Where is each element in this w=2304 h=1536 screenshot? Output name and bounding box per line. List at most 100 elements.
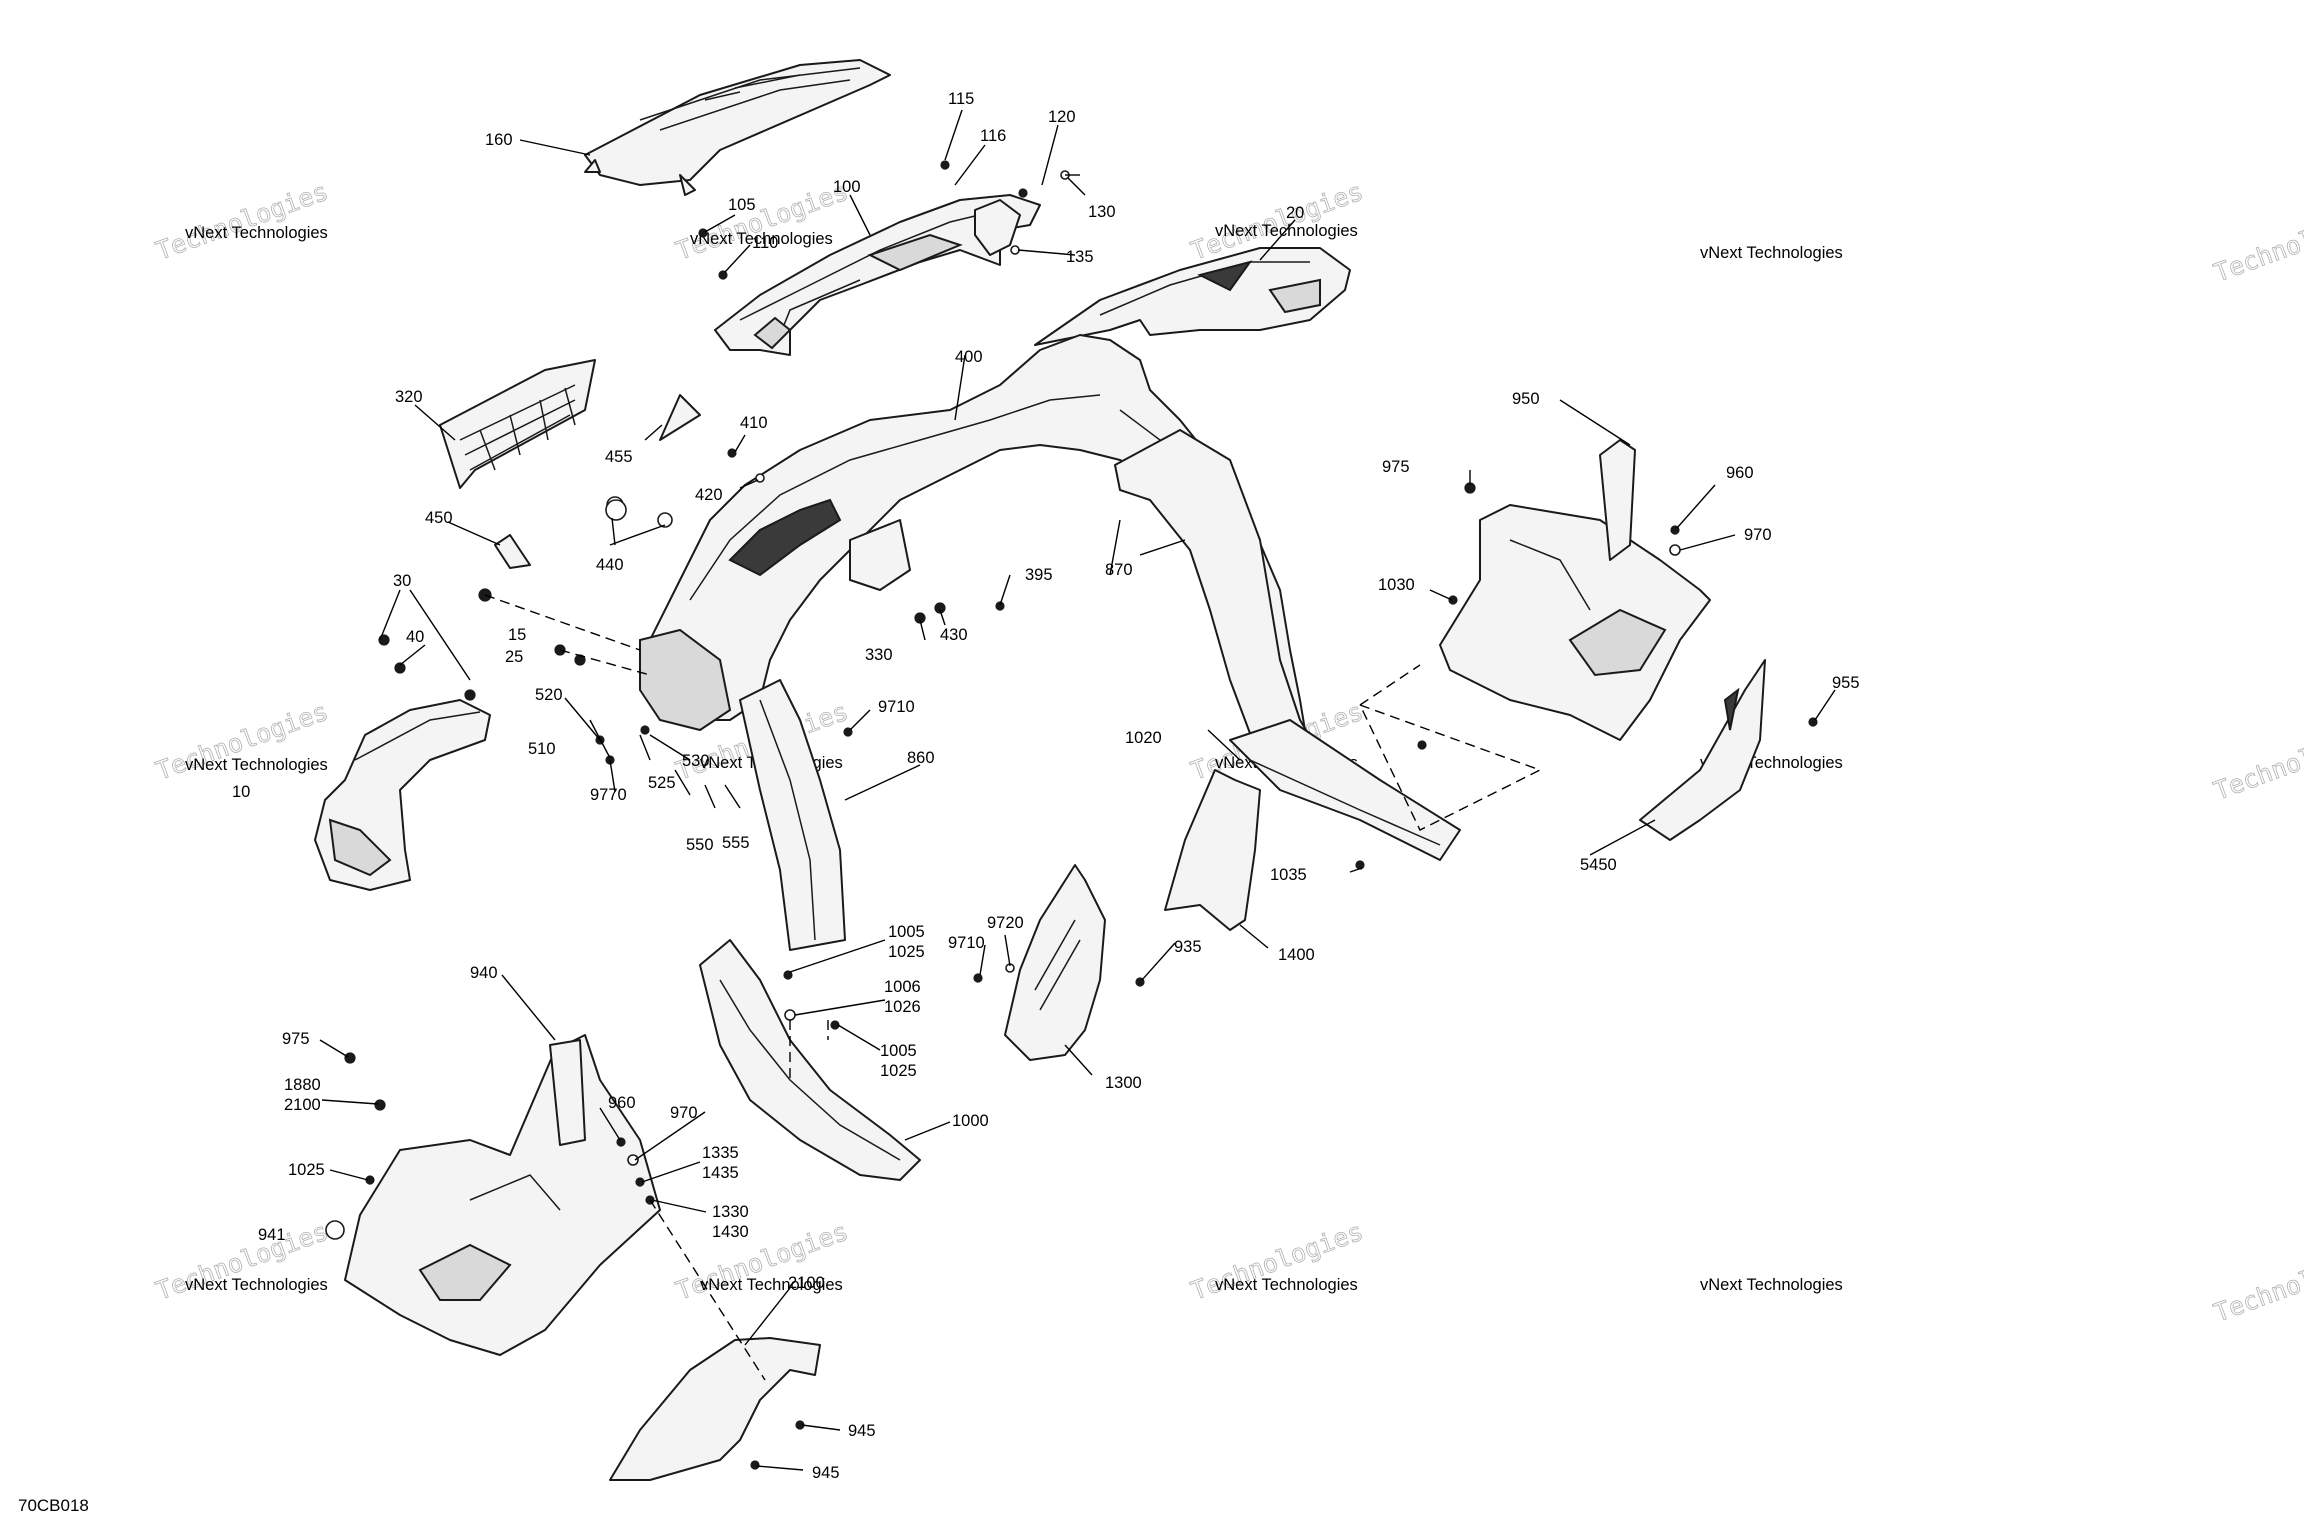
callout-label: 1026 (884, 998, 921, 1016)
callout-label: 945 (848, 1422, 876, 1440)
callout-label: 1035 (1270, 866, 1307, 884)
assembly-lines (484, 594, 1542, 1381)
callout-label: 1300 (1105, 1074, 1142, 1092)
callout-label: 530 (682, 752, 710, 770)
callout-label: 330 (865, 646, 893, 664)
screw-icon (995, 601, 1005, 611)
callout-label: 960 (1726, 464, 1754, 482)
callout-label: 870 (1105, 561, 1133, 579)
callout-label: 450 (425, 509, 453, 527)
callout-label: 25 (505, 648, 523, 666)
callout-label: 935 (1174, 938, 1202, 956)
watermark-text: vNext Technologies (185, 756, 328, 774)
callout-label: 160 (485, 131, 513, 149)
callout-label: 1435 (702, 1164, 739, 1182)
part-860-pillar (739, 679, 846, 951)
part-400-cab-frame (639, 334, 1311, 771)
callout-label: 1030 (1378, 576, 1415, 594)
callout-label: 975 (282, 1030, 310, 1048)
part-1400-b-pillar-right (1164, 769, 1261, 931)
callout-label: 20 (1286, 204, 1304, 222)
callout-label: 5450 (1580, 856, 1617, 874)
screw-icon (1018, 188, 1028, 198)
drawing-code: 70CB018 (18, 1496, 89, 1515)
callout-label: 2100 (788, 1274, 825, 1292)
callout-label: 1400 (1278, 946, 1315, 964)
washer-icon (627, 1154, 639, 1166)
screw-icon (698, 228, 708, 238)
watermark-text: vNext Technologies (700, 1276, 843, 1294)
callout-label: 135 (1066, 248, 1094, 266)
watermark-text: vNext Technologies (1700, 1276, 1843, 1294)
callout-label: 1005 (888, 923, 925, 941)
watermark-text: vNext Technologies (1215, 1276, 1358, 1294)
callout-label: 555 (722, 834, 750, 852)
grommet-icon (657, 512, 673, 528)
callout-label: 1000 (952, 1112, 989, 1130)
screw-icon (973, 973, 983, 983)
callout-label: 1005 (880, 1042, 917, 1060)
callout-label: 10 (232, 783, 250, 801)
watermark-text: vNext Technologies (1700, 244, 1843, 262)
callout-label: 110 (752, 234, 778, 252)
nut-icon (914, 612, 926, 624)
screw-icon (464, 689, 476, 701)
watermark-text: vNext Technologies (690, 230, 833, 248)
callout-label: 941 (258, 1226, 286, 1244)
callout-label: 395 (1025, 566, 1053, 584)
watermark-text: Technologies (2210, 717, 2304, 806)
callout-label: 1880 (284, 1076, 321, 1094)
callout-label: 9710 (948, 934, 985, 952)
callout-label: 510 (528, 740, 556, 758)
screw-icon (750, 1460, 760, 1470)
callout-label: 960 (608, 1094, 636, 1112)
callout-label: 520 (535, 686, 563, 704)
part-450-triangle-cap (494, 534, 531, 569)
part-1000-left-sill (699, 939, 921, 1181)
screw-icon (640, 725, 650, 735)
callout-labels: 160 115 116 120 130 135 100 105 110 20 4… (232, 90, 1860, 1482)
part-10-fender (314, 699, 491, 891)
screw-icon (616, 1137, 626, 1147)
callout-label: 945 (812, 1464, 840, 1482)
screw-icon (394, 662, 406, 674)
washer-icon (1669, 544, 1681, 556)
callout-label: 440 (596, 556, 624, 574)
callout-label: 1020 (1125, 729, 1162, 747)
part-20-front-fascia (1034, 247, 1351, 346)
callout-label: 940 (470, 964, 498, 982)
screw-icon (1355, 860, 1365, 870)
part-100-dashboard-upper (714, 194, 1041, 356)
screw-icon (1417, 740, 1427, 750)
screw-icon (940, 160, 950, 170)
part-455-triangle-cap (659, 394, 701, 441)
callout-label: 100 (833, 178, 861, 196)
screw-icon (783, 970, 793, 980)
callout-label: 420 (695, 486, 723, 504)
part-950-right-floor (1439, 439, 1711, 741)
callout-label: 130 (1088, 203, 1116, 221)
callout-label: 975 (1382, 458, 1410, 476)
callout-label: 950 (1512, 390, 1540, 408)
part-870-side-pillar (1114, 429, 1461, 861)
watermark-text: vNext Technologies (1215, 222, 1358, 240)
part-5450-side-panel (1639, 659, 1766, 841)
callout-label: 525 (648, 774, 676, 792)
callout-label: 970 (670, 1104, 698, 1122)
callout-label: 955 (1832, 674, 1860, 692)
callout-label: 1025 (288, 1161, 325, 1179)
callout-label: 430 (940, 626, 968, 644)
watermark-text: vNext Technologies (185, 1276, 328, 1294)
callout-label: 1330 (712, 1203, 749, 1221)
watermark-text: Technologies (2210, 1239, 2304, 1328)
callout-label: 115 (948, 90, 974, 108)
callout-label: 1025 (880, 1062, 917, 1080)
callout-label: 9710 (878, 698, 915, 716)
part-940-left-floor (344, 1034, 661, 1356)
leader-lines (319, 109, 1836, 1471)
part-2100-lower-trim (609, 1337, 821, 1481)
callout-label: 320 (395, 388, 423, 406)
watermark-text: vNext Technologies (185, 224, 328, 242)
callout-label: 860 (907, 749, 935, 767)
